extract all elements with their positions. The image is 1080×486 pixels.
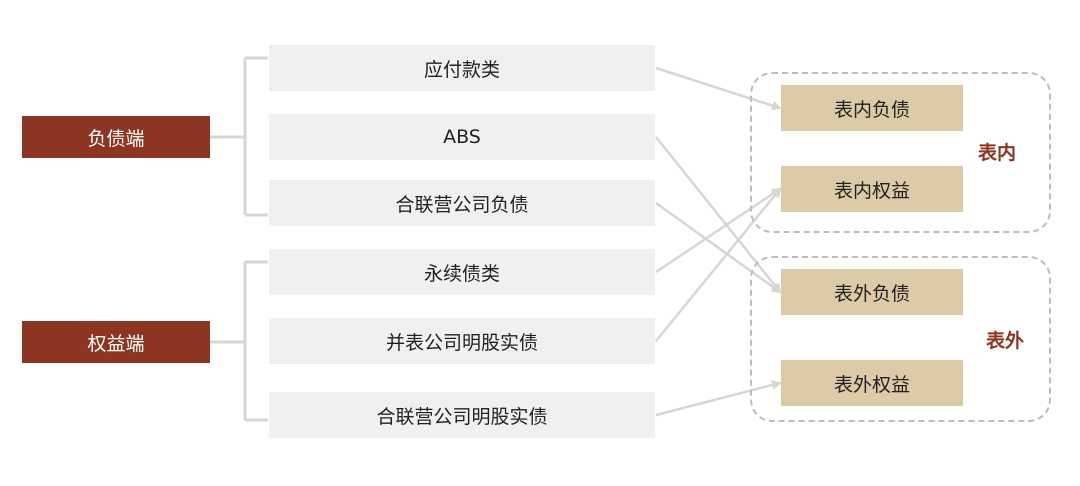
- off-balance-group-label: 表外: [986, 330, 1025, 352]
- middle-item-abs: ABS: [269, 114, 655, 160]
- middle-item-jv-debt: 合联营公司负债: [269, 180, 655, 226]
- right-item-label: 表内权益: [833, 179, 910, 202]
- liability-side-box: 负债端: [22, 116, 210, 158]
- right-item-off-balance-liability: 表外负债: [781, 269, 963, 315]
- off-balance-frame: [750, 256, 1051, 422]
- mapping-arrow-5: [655, 380, 782, 417]
- middle-item-label: 应付款类: [423, 58, 500, 81]
- liability-side-label: 负债端: [87, 127, 145, 150]
- right-item-on-balance-equity: 表内权益: [781, 166, 963, 212]
- middle-item-label: 永续债类: [423, 262, 500, 285]
- middle-item-label: 合联营公司明股实债: [376, 405, 548, 428]
- right-item-label: 表外负债: [833, 282, 910, 305]
- equity-side-box: 权益端: [22, 321, 210, 363]
- right-item-off-balance-equity: 表外权益: [781, 360, 963, 406]
- mapping-arrow-0: [655, 66, 782, 111]
- middle-item-consolidated-equity-debt: 并表公司明股实债: [269, 318, 655, 364]
- middle-item-jv-equity-debt: 合联营公司明股实债: [269, 392, 655, 438]
- bracket-liability: [210, 56, 268, 217]
- mapping-arrow-3: [655, 187, 782, 274]
- on-balance-group-label: 表内: [978, 142, 1017, 164]
- middle-item-label: ABS: [443, 126, 481, 148]
- middle-item-label: 并表公司明股实债: [385, 331, 538, 354]
- middle-item-label: 合联营公司负债: [395, 193, 529, 216]
- middle-item-perpetual-bonds: 永续债类: [269, 249, 655, 295]
- equity-side-label: 权益端: [87, 332, 145, 355]
- right-item-label: 表外权益: [833, 373, 910, 396]
- middle-item-payables: 应付款类: [269, 45, 655, 91]
- bracket-equity: [210, 260, 268, 422]
- on-balance-frame: [750, 72, 1051, 233]
- right-item-label: 表内负债: [833, 98, 910, 121]
- right-item-on-balance-liability: 表内负债: [781, 85, 963, 131]
